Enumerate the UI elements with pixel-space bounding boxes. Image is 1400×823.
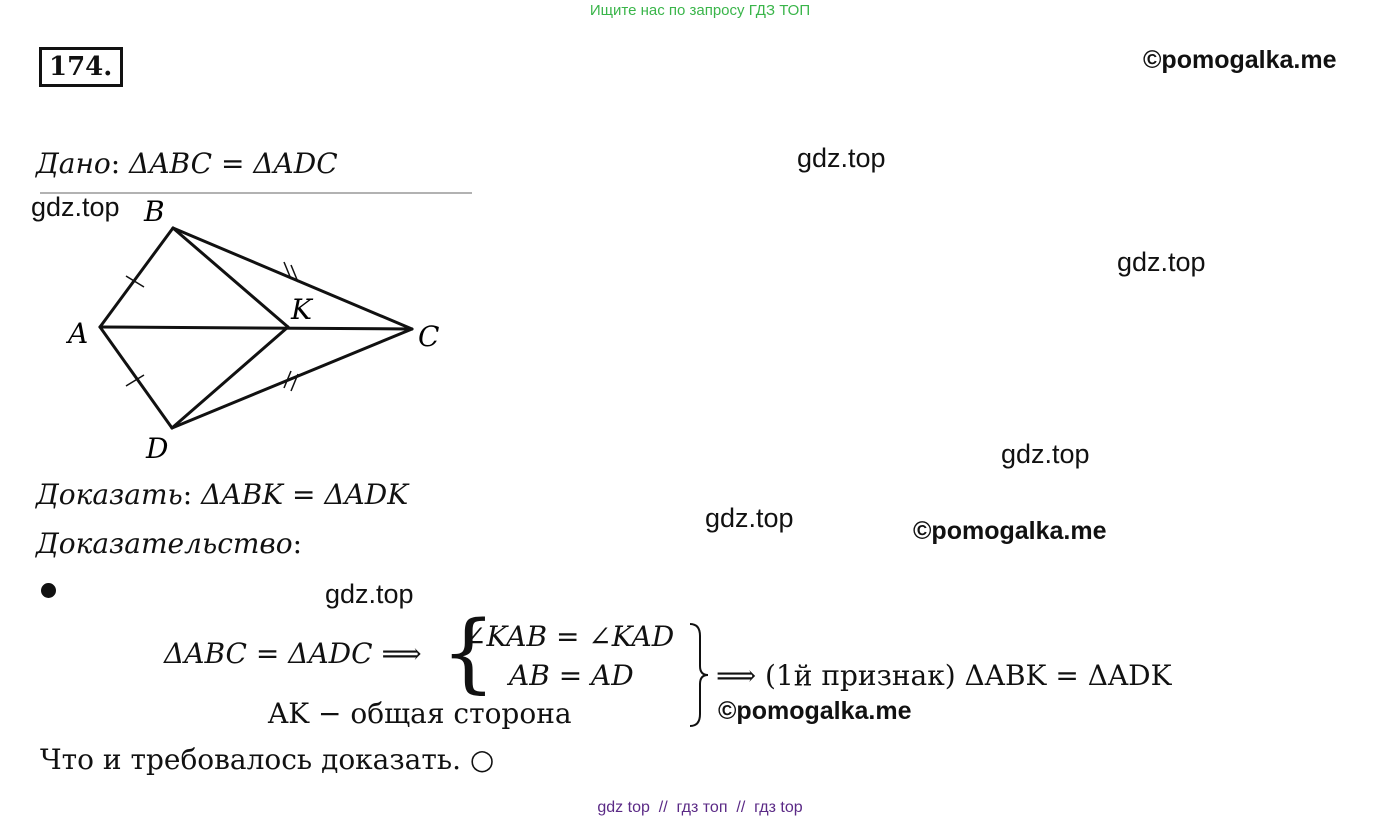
proof-premise: ΔABC = ΔADC ⟹ — [164, 637, 422, 670]
given-colon: : — [110, 147, 130, 180]
gdz-watermark: gdz.top — [1117, 247, 1206, 277]
tick-ab — [125, 275, 145, 288]
segment-bc — [171, 226, 414, 331]
proof-colon: : — [292, 527, 303, 560]
geometry-figure: B A C D K — [40, 192, 472, 465]
proof-label: Доказательство — [36, 527, 293, 560]
top-banner: Ищите нас по запросу ГДЗ ТОП — [589, 2, 811, 19]
proof-line-3: AK − общая сторона — [268, 697, 572, 730]
gdz-watermark: gdz.top — [705, 503, 794, 533]
gdz-watermark: gdz.top — [1001, 439, 1090, 469]
segment-bk — [171, 226, 290, 329]
proof-heading: Доказательство: — [36, 527, 302, 560]
brand-watermark: ©pomogalka.me — [718, 697, 912, 725]
point-d-label: D — [145, 432, 168, 465]
right-brace — [689, 623, 709, 727]
segment-ac — [98, 325, 414, 331]
prove-statement: ΔABK = ΔADK — [201, 478, 409, 511]
left-brace: { — [441, 603, 496, 703]
problem-number: 174. — [39, 47, 123, 87]
qed-line: Что и требовалось доказать. ○ — [40, 743, 495, 776]
segment-ab — [98, 226, 175, 329]
tick-dc-2 — [290, 373, 299, 392]
segment-dc — [170, 327, 414, 430]
given-label: Дано — [36, 147, 111, 180]
prove-line: Доказать: ΔABK = ΔADK — [36, 478, 408, 511]
gdz-watermark: gdz.top — [31, 192, 120, 222]
tick-ad — [125, 374, 145, 387]
brand-watermark: ©pomogalka.me — [913, 517, 1107, 545]
proof-line-2: AB = AD — [509, 659, 634, 692]
point-k-label: K — [290, 293, 314, 326]
proof-line-1: ∠KAB = ∠KAD — [463, 620, 675, 653]
point-b-label: B — [143, 195, 165, 228]
prove-colon: : — [182, 478, 202, 511]
segment-dk — [170, 325, 290, 430]
bullet — [41, 583, 56, 598]
footer-links: gdz top // гдз топ // гдз top — [597, 799, 803, 816]
given-line: Дано: ΔABC = ΔADC — [36, 147, 338, 180]
point-c-label: C — [418, 320, 439, 353]
gdz-watermark: gdz.top — [797, 143, 886, 173]
segment-ad — [98, 325, 174, 430]
brand-watermark: ©pomogalka.me — [1143, 46, 1337, 74]
proof-conclusion: ⟹ (1й признак) ΔABK = ΔADK — [716, 659, 1172, 692]
given-statement: ΔABC = ΔADC — [129, 147, 338, 180]
prove-label: Доказать — [36, 478, 183, 511]
tick-dc-1 — [283, 370, 292, 389]
point-a-label: A — [65, 317, 88, 350]
tick-bc-2 — [290, 264, 299, 283]
gdz-watermark: gdz.top — [325, 579, 414, 609]
tick-bc-1 — [283, 261, 292, 280]
